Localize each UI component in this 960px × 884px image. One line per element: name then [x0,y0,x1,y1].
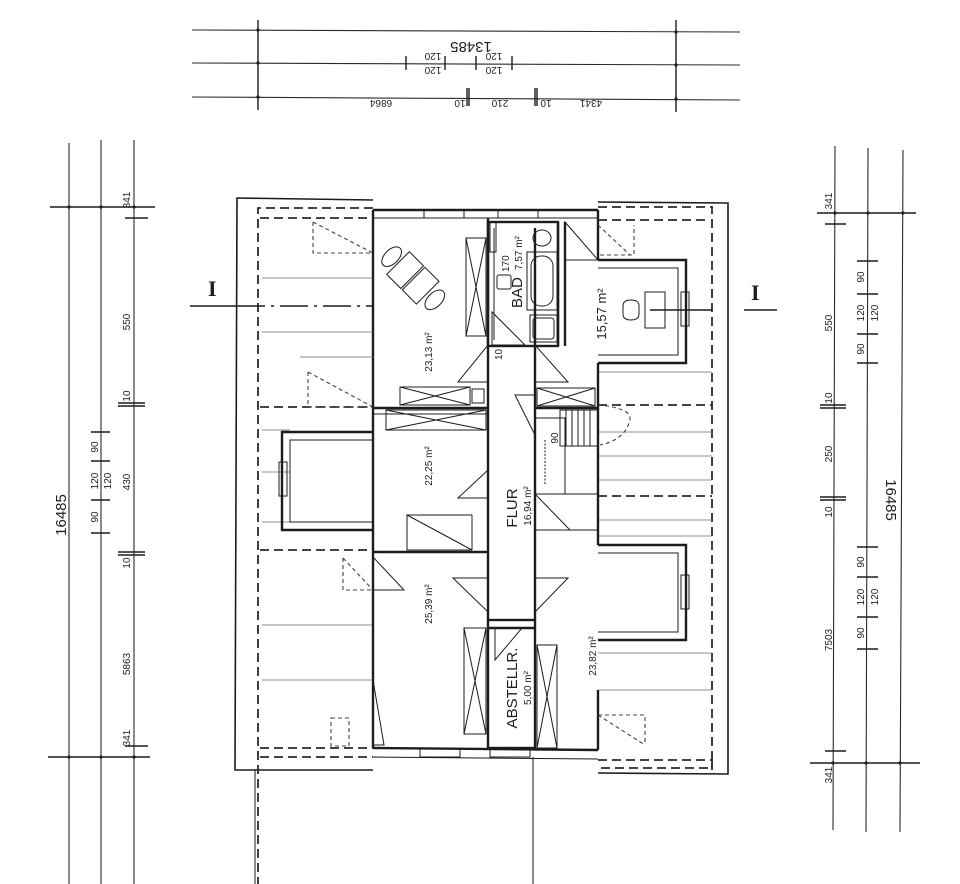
bad-door-label: 10 [494,348,505,360]
wardrobe [463,627,487,735]
top-dimension-chain: 13485 120 120 120 120 6864 10 210 10 434… [191,20,741,112]
dim-left-inner-1: 90 [90,441,101,453]
dim-top-base-3: 210 [491,97,508,108]
dim-left-outer-3: 10 [122,390,133,402]
dim-left-inner-4: 90 [90,511,101,523]
dim-right-outer-6: 7503 [824,628,835,651]
room-w-area: 22,25 m² [424,446,435,486]
wardrobe [465,237,487,337]
dim-right-inner-lower-4: 90 [856,627,867,639]
flur-area: 16,94 m² [523,486,534,526]
dim-right-outer-3: 10 [824,392,835,404]
dim-left-outer-4: 430 [122,473,133,490]
dim-right-inner-upper-1: 90 [856,271,867,283]
dim-top-upper-1: 120 [424,50,441,61]
room-sw-area: 25,39 m² [424,584,435,624]
roof-slope-lines [257,206,713,884]
dim-top-base-2: 10 [454,97,466,108]
wardrobe [399,386,485,406]
desk-icon [381,246,446,311]
dim-right-outer-2: 550 [824,314,835,331]
dim-right-outer-5: 10 [824,506,835,518]
wardrobe [536,387,596,407]
dim-right-inner-upper-2: 120 [856,304,867,321]
bathtub-icon [526,251,558,311]
dim-top-upper-2: 120 [485,50,502,61]
dim-right-inner-lower-1: 90 [856,556,867,568]
sink-icon [496,274,512,290]
dim-right-inner-upper-3: 120 [870,304,881,321]
bad-name: BAD [509,277,526,308]
dim-top-base-4: 10 [540,97,552,108]
section-marker-right: I [751,280,760,305]
room-labels: 23,13 m² BAD 7,57 m² 170 10 15,57 m² 22,… [424,235,609,728]
flur-name: FLUR [504,488,521,527]
toilet-icon [532,229,552,247]
dim-right-inner-lower-3: 120 [870,588,881,605]
dim-left-outer-6: 5863 [122,652,133,675]
doors [372,220,600,746]
wardrobe [385,409,487,431]
dim-left-inner-2: 120 [90,472,101,489]
dim-right-outer-7: 341 [824,766,835,783]
stair-note: 90 [550,432,561,444]
dim-left-outer-2: 550 [122,313,133,330]
shower-icon [529,314,558,343]
dim-top-base-5: 4341 [579,97,602,108]
dormers [278,258,690,642]
dim-left-outer-7: 341 [122,729,133,746]
right-dimension-chain: 16485 341 550 10 250 10 7503 341 90 120 … [810,145,920,833]
dim-left-outer-1: 341 [122,191,133,208]
abstellr-name: ABSTELLR. [504,648,521,729]
section-marker-left: I [208,276,217,301]
dim-right-outer-4: 250 [824,445,835,462]
bad-note: 170 [501,255,512,272]
section-line: I I [190,276,777,311]
left-dimension-chain: 16485 341 550 10 430 10 5863 341 90 120 … [48,140,155,884]
bad-area: 7,57 m² [514,235,525,270]
dim-left-inner-3: 120 [103,472,114,489]
dim-right-outer-1: 341 [824,192,835,209]
toilet-icon [622,299,640,321]
room-se-area: 23,82 m² [588,636,599,676]
dim-left-outer-5: 10 [122,557,133,569]
room-ne-area: 15,57 m² [594,288,609,340]
dim-top-lower-1: 120 [424,64,441,75]
wardrobe [536,644,558,749]
dim-left-overall: 16485 [53,494,70,536]
dim-right-overall: 16485 [882,479,899,521]
dim-right-inner-lower-2: 120 [856,588,867,605]
outer-walls [234,197,729,775]
dim-right-inner-upper-4: 90 [856,343,867,355]
furniture [381,229,712,343]
dim-top-base-1: 6864 [369,97,392,108]
dim-top-lower-2: 120 [485,64,502,75]
abstellr-area: 5,00 m² [523,670,534,705]
room-nw-area: 23,13 m² [424,332,435,372]
dim-top-overall: 13485 [450,38,492,55]
